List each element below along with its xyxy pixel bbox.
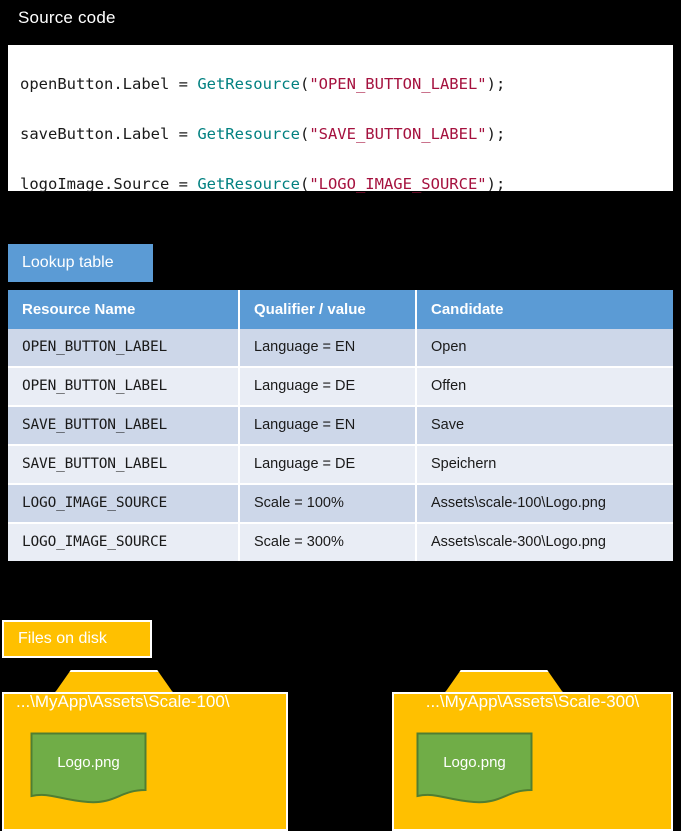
table-row: SAVE_BUTTON_LABEL Language = EN Save [8, 406, 673, 446]
code-line: logoImage.Source = GetResource("LOGO_IMA… [20, 159, 673, 209]
code-token-paren-close: ); [486, 125, 506, 143]
files-on-disk-badge: Files on disk [2, 620, 152, 658]
source-code-section: Source code openButton.Label = GetResour… [0, 0, 681, 200]
cell-qualifier-value: Scale = 100% [239, 484, 417, 524]
folder-scale-100: ...\MyApp\Assets\Scale-100\ Logo.png [2, 670, 288, 831]
image-file-icon: Logo.png [416, 732, 533, 804]
cell-candidate: Assets\scale-100\Logo.png [416, 484, 673, 524]
cell-resource-name: OPEN_BUTTON_LABEL [8, 367, 240, 407]
cell-qualifier-value: Language = DE [239, 445, 417, 485]
files-on-disk-section: Files on disk ...\MyApp\Assets\Scale-100… [0, 600, 681, 831]
column-header-resource-name: Resource Name [8, 290, 240, 329]
table-row: LOGO_IMAGE_SOURCE Scale = 100% Assets\sc… [8, 484, 673, 524]
code-line: saveButton.Label = GetResource("SAVE_BUT… [20, 109, 673, 159]
image-file-icon: Logo.png [30, 732, 147, 804]
column-header-candidate: Candidate [416, 290, 673, 329]
folder-tab-icon [444, 670, 564, 694]
cell-qualifier-value: Language = DE [239, 367, 417, 407]
lookup-table-badge: Lookup table [8, 244, 153, 282]
code-token-plain: logoImage.Source = [20, 175, 198, 193]
cell-candidate: Offen [416, 367, 673, 407]
cell-resource-name: LOGO_IMAGE_SOURCE [8, 484, 240, 524]
code-token-call: GetResource [197, 125, 300, 143]
folder-path-label: ...\MyApp\Assets\Scale-300\ [425, 692, 640, 711]
column-header-qualifier-value: Qualifier / value [239, 290, 417, 329]
table-header-row: Resource Name Qualifier / value Candidat… [8, 290, 673, 329]
code-token-plain: openButton.Label = [20, 75, 198, 93]
code-token-paren-open: ( [299, 175, 310, 193]
cell-resource-name: LOGO_IMAGE_SOURCE [8, 523, 240, 561]
code-token-call: GetResource [197, 75, 300, 93]
cell-resource-name: OPEN_BUTTON_LABEL [8, 329, 240, 368]
code-token-paren-open: ( [299, 75, 310, 93]
source-code-label: Source code [18, 8, 116, 27]
cell-candidate: Save [416, 406, 673, 446]
table-row: OPEN_BUTTON_LABEL Language = DE Offen [8, 367, 673, 407]
code-token-string: "SAVE_BUTTON_LABEL" [309, 125, 487, 143]
code-token-paren-close: ); [486, 75, 506, 93]
code-token-string: "OPEN_BUTTON_LABEL" [309, 75, 487, 93]
lookup-table-section: Lookup table Resource Name Qualifier / v… [0, 230, 681, 570]
cell-candidate: Open [416, 329, 673, 368]
code-token-string: "LOGO_IMAGE_SOURCE" [309, 175, 487, 193]
lookup-table: Resource Name Qualifier / value Candidat… [8, 290, 673, 561]
code-token-paren-open: ( [299, 125, 310, 143]
code-token-plain: saveButton.Label = [20, 125, 198, 143]
table-row: OPEN_BUTTON_LABEL Language = EN Open [8, 329, 673, 368]
cell-qualifier-value: Scale = 300% [239, 523, 417, 561]
code-token-paren-close: ); [486, 175, 506, 193]
code-block: openButton.Label = GetResource("OPEN_BUT… [8, 45, 673, 193]
code-line: openButton.Label = GetResource("OPEN_BUT… [20, 59, 673, 109]
cell-resource-name: SAVE_BUTTON_LABEL [8, 445, 240, 485]
cell-candidate: Speichern [416, 445, 673, 485]
cell-qualifier-value: Language = EN [239, 406, 417, 446]
cell-candidate: Assets\scale-300\Logo.png [416, 523, 673, 561]
folder-path-label: ...\MyApp\Assets\Scale-100\ [16, 692, 230, 711]
table-row: SAVE_BUTTON_LABEL Language = DE Speicher… [8, 445, 673, 485]
code-token-call: GetResource [197, 175, 300, 193]
cell-qualifier-value: Language = EN [239, 329, 417, 368]
cell-resource-name: SAVE_BUTTON_LABEL [8, 406, 240, 446]
folder-tab-icon [54, 670, 174, 694]
table-row: LOGO_IMAGE_SOURCE Scale = 300% Assets\sc… [8, 523, 673, 561]
folder-scale-300: ...\MyApp\Assets\Scale-300\ Logo.png [392, 670, 673, 831]
